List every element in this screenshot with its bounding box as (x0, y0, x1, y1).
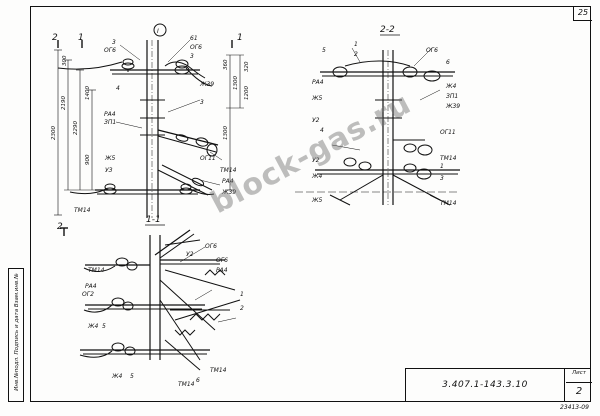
dimension: 320 (244, 61, 250, 72)
callout: ОГ6 (104, 47, 116, 54)
callout: 4 (116, 85, 120, 92)
callout: ТМ14 (210, 367, 227, 374)
callout: Ж5 (104, 155, 115, 162)
dimension: 1200 (244, 86, 250, 100)
main-view-labels: 2 1 1 2 I 3 ОГ6 61 ОГ6 3 4 Ж39 РА4 ЗП1 3… (51, 28, 250, 232)
section-2-2-labels: 2-2 5 РА4 Ж5 У2 4 ОГ6 6 1 2 Ж4 ЗП1 Ж39 О… (311, 25, 460, 207)
callout: Ж39 (445, 103, 460, 110)
callout: ЗП1 (446, 93, 458, 100)
reference-number: 23413-09 (560, 404, 589, 411)
callout: 5 (102, 323, 106, 330)
document-code: 3.407.1-143.3.10 (406, 369, 565, 401)
dimension: 1400 (85, 86, 91, 100)
callout: РА4 (222, 178, 234, 185)
callout: ОГ11 (440, 129, 456, 136)
approval-stamp-strip: Инв.№подл. Подпись и дата Взам.инв.№ (8, 268, 24, 402)
callout: ТМ14 (220, 167, 237, 174)
callout: ТМ14 (74, 207, 91, 214)
insulator-top-left (121, 58, 135, 72)
dimension: 1300 (233, 76, 239, 90)
callout: Ж5 (311, 197, 322, 204)
dimension: 300 (62, 55, 68, 66)
page-number: 25 (573, 6, 592, 21)
main-view (54, 23, 244, 236)
dimension: 2290 (73, 121, 79, 135)
callout: ТМ14 (440, 155, 457, 162)
callout: РА4 (85, 283, 97, 290)
callout: 6 (196, 377, 200, 384)
view-circle-label: I (157, 28, 159, 35)
sheet-label: Лист (566, 370, 592, 383)
callout: 6 (446, 59, 450, 66)
section-1-1-view (79, 224, 241, 371)
section-mark-2-left: 2 (52, 33, 58, 43)
callout: 3 (112, 39, 116, 46)
callout: РА4 (216, 267, 228, 274)
callout: 3 (440, 175, 444, 182)
callout: 1 (240, 291, 244, 298)
callout: ЗП1 (104, 119, 116, 126)
callout: 2 (240, 305, 244, 312)
callout: Ж5 (311, 95, 322, 102)
callout: 1 (440, 163, 444, 170)
callout: У2 (312, 117, 320, 124)
callout: ОГ6 (426, 47, 438, 54)
callout: ОГ6 (216, 257, 228, 264)
callout: Ж4 (87, 323, 98, 330)
dimension: 1300 (223, 126, 229, 140)
callout: У2 (186, 251, 194, 258)
section-2-2-view (295, 34, 460, 206)
callout: ТМ14 (178, 381, 195, 388)
callout: 5 (322, 47, 326, 54)
callout: Ж4 (311, 173, 322, 180)
callout: ОГ6 (190, 44, 202, 51)
callout: ТМ14 (440, 200, 457, 207)
callout: 5 (130, 373, 134, 380)
section-title-1-1: 1-1 (146, 215, 161, 225)
section-title-2-2: 2-2 (380, 25, 395, 35)
callout: ОГ6 (205, 243, 217, 250)
section-mark-1-left: 1 (78, 33, 84, 43)
callout: ОГ2 (82, 291, 94, 298)
dimension: 2190 (61, 96, 67, 110)
insulator-bottom-right (179, 183, 193, 195)
insulator-top-right (164, 59, 206, 79)
callout: 1 (354, 41, 358, 48)
drawing-frame (30, 6, 591, 402)
dimension: 900 (85, 154, 91, 165)
callout: Ж4 (445, 83, 456, 90)
callout: 3 (200, 99, 204, 106)
callout: 4 (320, 127, 324, 134)
callout: ОГ11 (200, 155, 216, 162)
insulator-bottom-left (103, 183, 117, 195)
callout: УЗ (105, 167, 113, 174)
sheet-number: 2 (575, 386, 583, 397)
callout: Ж39 (221, 189, 236, 196)
section-1-1-labels: 1-1 ТМ14 РА4 ОГ6 У2 ОГ6 РА4 ОГ2 Ж4 5 ТМ1… (82, 215, 244, 388)
callout: ТМ14 (88, 267, 105, 274)
section-mark-1-right: 1 (237, 33, 243, 43)
title-block: 3.407.1-143.3.10 Лист 2 (405, 368, 592, 402)
callout: 61 (190, 35, 198, 42)
callout: Ж4 (111, 373, 122, 380)
callout: У2 (312, 157, 320, 164)
callout: 2 (354, 51, 358, 58)
dimension: 2300 (51, 126, 57, 140)
section-mark-2-bottom: 2 (57, 222, 63, 232)
callout: 3 (190, 53, 194, 60)
callout: РА4 (104, 111, 116, 118)
insulator-mid-diagonal (175, 134, 218, 157)
callout: Ж39 (199, 81, 214, 88)
dimension: 360 (223, 59, 229, 70)
callout: РА4 (312, 79, 324, 86)
